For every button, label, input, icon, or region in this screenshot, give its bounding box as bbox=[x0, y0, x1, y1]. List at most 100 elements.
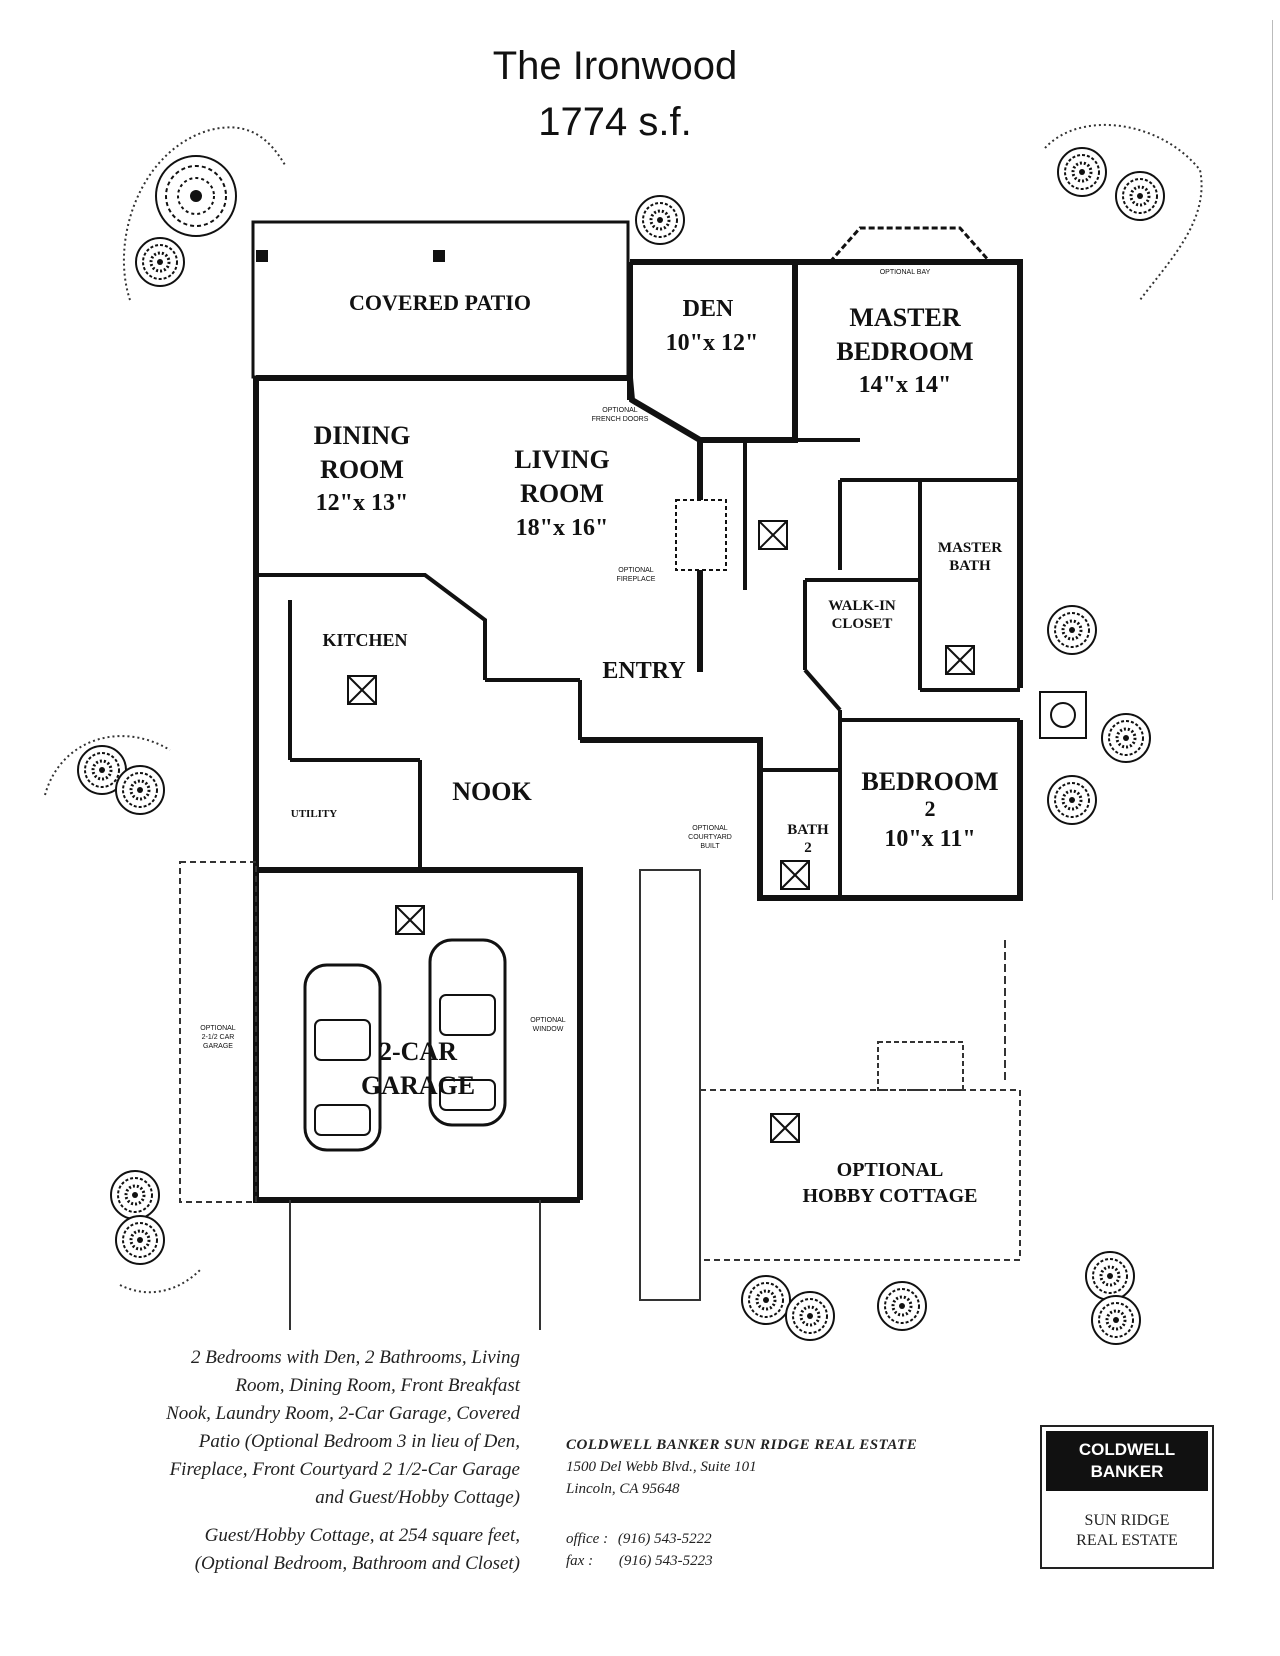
patio-post bbox=[256, 250, 268, 262]
description-line: Nook, Laundry Room, 2-Car Garage, Covere… bbox=[166, 1403, 520, 1424]
logo-subtitle: SUN RIDGE REAL ESTATE bbox=[1042, 1511, 1212, 1551]
tree-icon bbox=[1046, 774, 1098, 826]
label-master-bedroom: BEDROOM bbox=[836, 337, 973, 366]
office-address: Lincoln, CA 95648 bbox=[566, 1481, 680, 1497]
label-walkin-closet: CLOSET bbox=[832, 616, 893, 632]
fireplace-icon bbox=[675, 499, 727, 571]
label-bath-2: BATH bbox=[787, 822, 829, 838]
tree-icon bbox=[155, 155, 237, 237]
hobby-cottage-closet bbox=[877, 1041, 964, 1091]
label-den: DEN bbox=[683, 296, 734, 322]
label-covered-patio: COVERED PATIO bbox=[349, 290, 531, 315]
office-fax: (916) 543-5223 bbox=[618, 1553, 713, 1569]
label-master-bedroom: MASTER bbox=[849, 303, 960, 332]
label-entry: ENTRY bbox=[602, 658, 685, 684]
tree-icon bbox=[1046, 604, 1098, 656]
description-line: Patio (Optional Bedroom 3 in lieu of Den… bbox=[198, 1431, 520, 1452]
office-company: COLDWELL BANKER SUN RIDGE REAL ESTATE bbox=[566, 1437, 918, 1453]
logo-line: BANKER bbox=[1090, 1462, 1164, 1481]
coldwell-banker-logo: COLDWELL BANKER SUN RIDGE REAL ESTATE bbox=[1040, 1425, 1214, 1569]
office-address: 1500 Del Webb Blvd., Suite 101 bbox=[566, 1459, 757, 1475]
label-garage: 2-CAR bbox=[379, 1037, 457, 1066]
note-courtyard: OPTIONAL bbox=[692, 825, 728, 832]
tree-icon bbox=[1100, 712, 1152, 764]
label-den-size: 10"x 12" bbox=[666, 330, 759, 356]
note-optional-bay: OPTIONAL BAY bbox=[880, 269, 931, 276]
fountain-icon bbox=[1039, 691, 1087, 739]
logo-line: COLDWELL bbox=[1078, 1440, 1176, 1459]
tree-icon bbox=[876, 1280, 928, 1332]
tree-icon bbox=[740, 1274, 792, 1326]
description-line: Fireplace, Front Courtyard 2 1/2-Car Gar… bbox=[169, 1459, 520, 1480]
label-dining-size: 12"x 13" bbox=[316, 490, 409, 516]
label-master-bath: BATH bbox=[949, 558, 991, 574]
tree-icon bbox=[634, 194, 686, 246]
floor-plan: COVERED PATIO DEN 10"x 12" MASTER BEDROO… bbox=[44, 123, 1203, 1346]
scan-edge-line bbox=[1272, 20, 1273, 900]
note-optional-garage: 2-1/2 CAR bbox=[202, 1034, 235, 1041]
label-bedroom-2: BEDROOM bbox=[861, 767, 998, 796]
skylight-icon bbox=[758, 520, 788, 550]
note-courtyard: BUILT bbox=[700, 843, 720, 850]
shrub-outline bbox=[1044, 123, 1203, 301]
tree-icon bbox=[1084, 1250, 1136, 1302]
label-walkin-closet: WALK-IN bbox=[828, 598, 896, 614]
label-hobby-cottage: OPTIONAL bbox=[837, 1159, 944, 1181]
office-info: COLDWELL BANKER SUN RIDGE REAL ESTATE 15… bbox=[566, 1434, 1006, 1572]
label-kitchen: KITCHEN bbox=[322, 630, 407, 650]
logo-sub-line: REAL ESTATE bbox=[1076, 1532, 1178, 1549]
logo-sub-line: SUN RIDGE bbox=[1084, 1512, 1170, 1529]
label-bath-2: 2 bbox=[804, 840, 812, 856]
note-optional-garage: OPTIONAL bbox=[200, 1025, 236, 1032]
office-phone-label: office : bbox=[566, 1531, 609, 1547]
kitchen-island-icon bbox=[347, 675, 377, 705]
note-fireplace: OPTIONAL bbox=[618, 567, 654, 574]
optional-garage-outline bbox=[179, 861, 257, 1203]
walkway bbox=[639, 869, 701, 1301]
description-line: Guest/Hobby Cottage, at 254 square feet, bbox=[204, 1525, 520, 1546]
note-french-doors: FRENCH DOORS bbox=[592, 416, 649, 423]
label-living-room: LIVING bbox=[514, 445, 609, 474]
office-fax-row: fax : (916) 543-5223 bbox=[566, 1550, 1006, 1572]
logo-wordmark: COLDWELL BANKER bbox=[1046, 1431, 1208, 1491]
note-french-doors: OPTIONAL bbox=[602, 407, 638, 414]
label-living-room: ROOM bbox=[520, 479, 604, 508]
description-line: and Guest/Hobby Cottage) bbox=[315, 1487, 520, 1508]
tree-icon bbox=[114, 764, 166, 816]
description-line: (Optional Bedroom, Bathroom and Closet) bbox=[194, 1553, 520, 1574]
tree-icon bbox=[1090, 1294, 1142, 1346]
note-optional-garage: GARAGE bbox=[203, 1043, 233, 1050]
interior-walls bbox=[256, 438, 1020, 898]
shrub-outline bbox=[122, 126, 286, 301]
office-phone-row: office : (916) 543-5222 bbox=[566, 1528, 1006, 1550]
description-line: 2 Bedrooms with Den, 2 Bathrooms, Living bbox=[191, 1347, 520, 1368]
plan-title: The Ironwood bbox=[492, 44, 738, 88]
label-dining-room: DINING bbox=[314, 421, 411, 450]
shower-icon bbox=[945, 645, 975, 675]
fountain-icon bbox=[1050, 702, 1076, 728]
hobby-cottage-outline bbox=[699, 1089, 1021, 1261]
shrub-outline bbox=[119, 1269, 201, 1294]
label-bedroom-2: 2 bbox=[925, 796, 936, 821]
label-hobby-cottage: HOBBY COTTAGE bbox=[802, 1185, 977, 1207]
shrub-outline bbox=[44, 735, 171, 796]
label-master-bath: MASTER bbox=[938, 540, 1002, 556]
label-utility: UTILITY bbox=[291, 808, 338, 820]
note-fireplace: FIREPLACE bbox=[617, 576, 656, 583]
office-phone[interactable]: (916) 543-5222 bbox=[617, 1531, 712, 1547]
tub-icon bbox=[780, 860, 810, 890]
note-optional-window: OPTIONAL bbox=[530, 1017, 566, 1024]
label-master-bedroom-size: 14"x 14" bbox=[859, 372, 952, 398]
label-living-size: 18"x 16" bbox=[516, 515, 609, 541]
note-optional-window: WINDOW bbox=[533, 1026, 564, 1033]
skylight-icon bbox=[395, 905, 425, 935]
description-line: Room, Dining Room, Front Breakfast bbox=[235, 1375, 520, 1396]
label-bedroom-2-size: 10"x 11" bbox=[884, 826, 975, 852]
tree-icon bbox=[1056, 146, 1108, 198]
label-nook: NOOK bbox=[452, 777, 532, 806]
optional-bay bbox=[828, 226, 992, 263]
office-fax-label: fax : bbox=[566, 1553, 594, 1569]
tree-icon bbox=[784, 1290, 836, 1342]
label-dining-room: ROOM bbox=[320, 455, 404, 484]
note-courtyard: COURTYARD bbox=[688, 834, 732, 841]
